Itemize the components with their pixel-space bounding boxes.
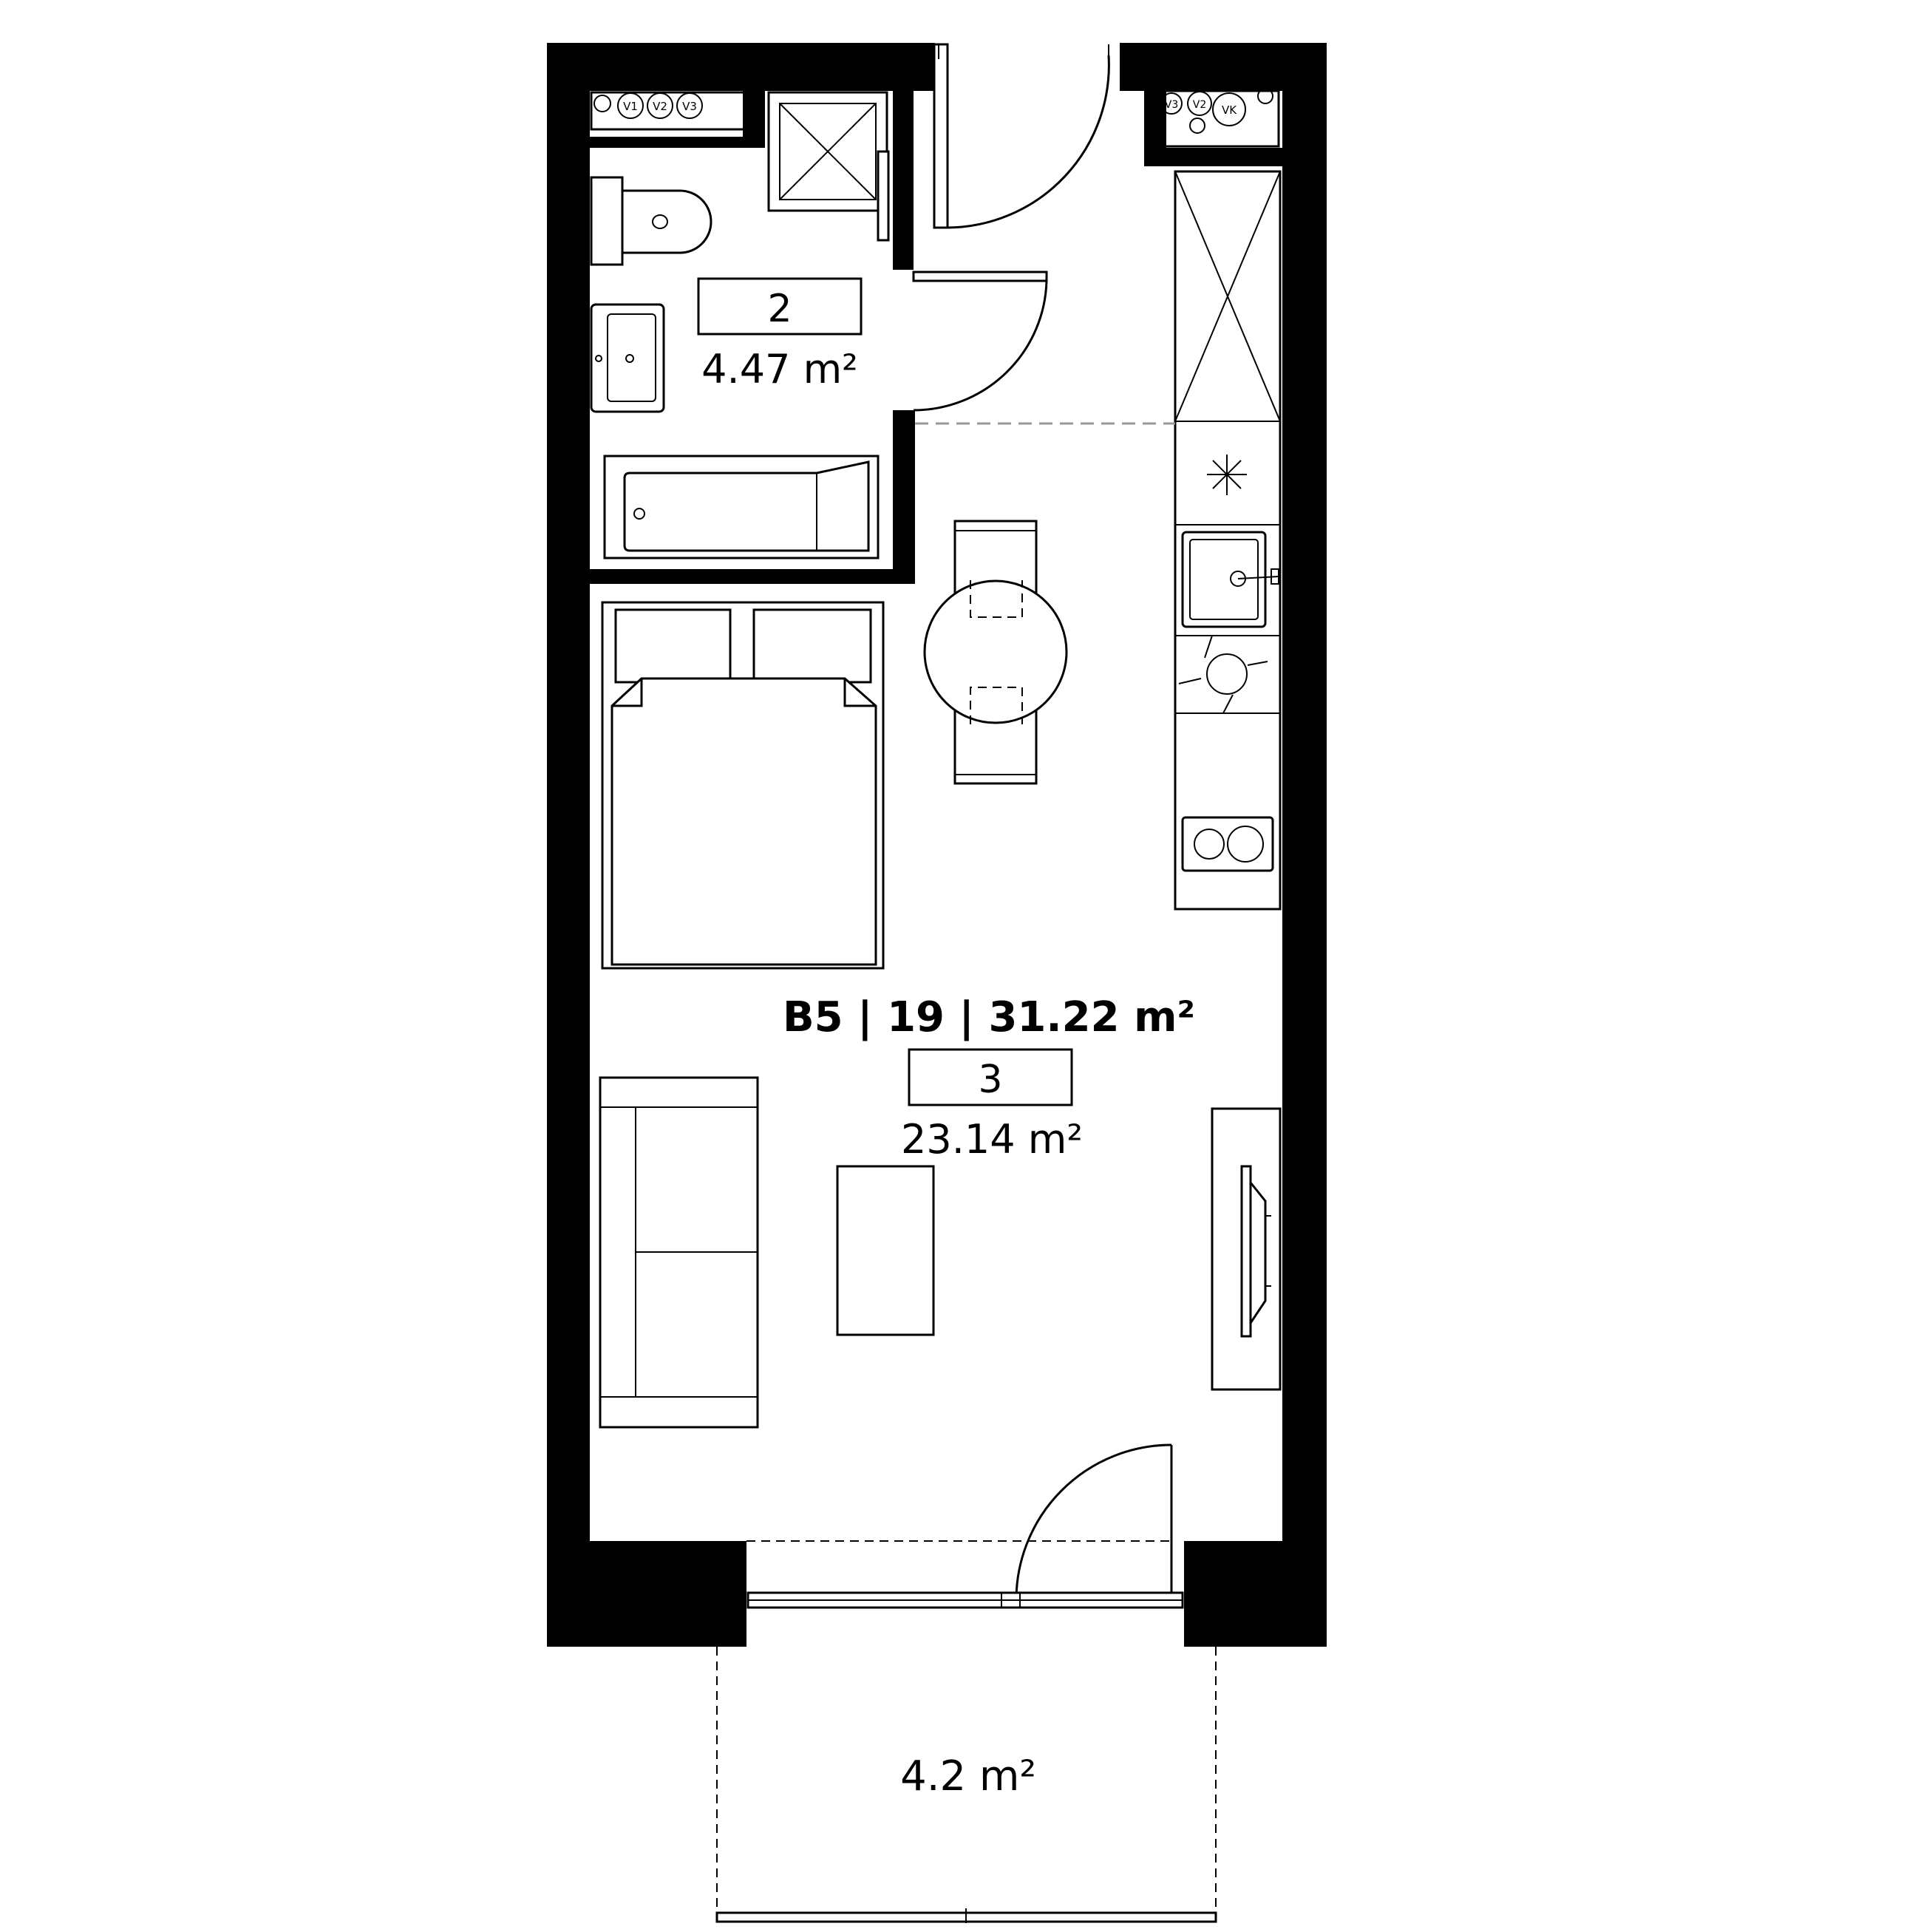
apartment-label: B5 | 19 | 31.22 m² xyxy=(783,993,1195,1041)
room-area: 23.14 m² xyxy=(901,1116,1083,1163)
utility-label: V2 xyxy=(1193,99,1206,111)
walls xyxy=(547,43,1327,1647)
double-bed xyxy=(601,601,885,970)
utility-strip-left: V1 V2 V3 xyxy=(590,91,748,131)
dishwasher xyxy=(1178,635,1268,714)
utility-label: V2 xyxy=(653,100,667,113)
bathroom-door xyxy=(912,271,1048,412)
room-area: 4.47 m² xyxy=(701,346,858,392)
room-number: 2 xyxy=(767,287,792,331)
balcony-door xyxy=(746,1443,1184,1609)
room-number: 3 xyxy=(978,1058,1002,1102)
tv-cabinet xyxy=(1211,1107,1282,1391)
ventilation-shaft xyxy=(767,91,890,242)
freezer-icon xyxy=(1207,455,1247,495)
cooktop xyxy=(1181,816,1274,872)
utility-strip-right: V3 V2 VK xyxy=(1159,88,1280,148)
balcony-outline xyxy=(715,1647,1217,1923)
utility-label: VK xyxy=(1222,103,1237,117)
utility-label: V1 xyxy=(623,100,638,113)
bathtub xyxy=(603,455,880,559)
coffee-table xyxy=(836,1165,935,1336)
kitchen-sink xyxy=(1181,531,1279,628)
room-2-label: 2 4.47 m² xyxy=(697,277,863,392)
toilet xyxy=(590,176,712,266)
room-3-label: 3 23.14 m² xyxy=(901,1048,1083,1163)
utility-label: V3 xyxy=(1165,99,1178,111)
utility-label: V3 xyxy=(682,100,697,113)
sofa xyxy=(599,1076,759,1429)
dining-set xyxy=(923,520,1068,785)
balcony-area: 4.2 m² xyxy=(900,1752,1036,1800)
entrance-door xyxy=(933,43,1110,229)
washbasin xyxy=(590,303,665,413)
